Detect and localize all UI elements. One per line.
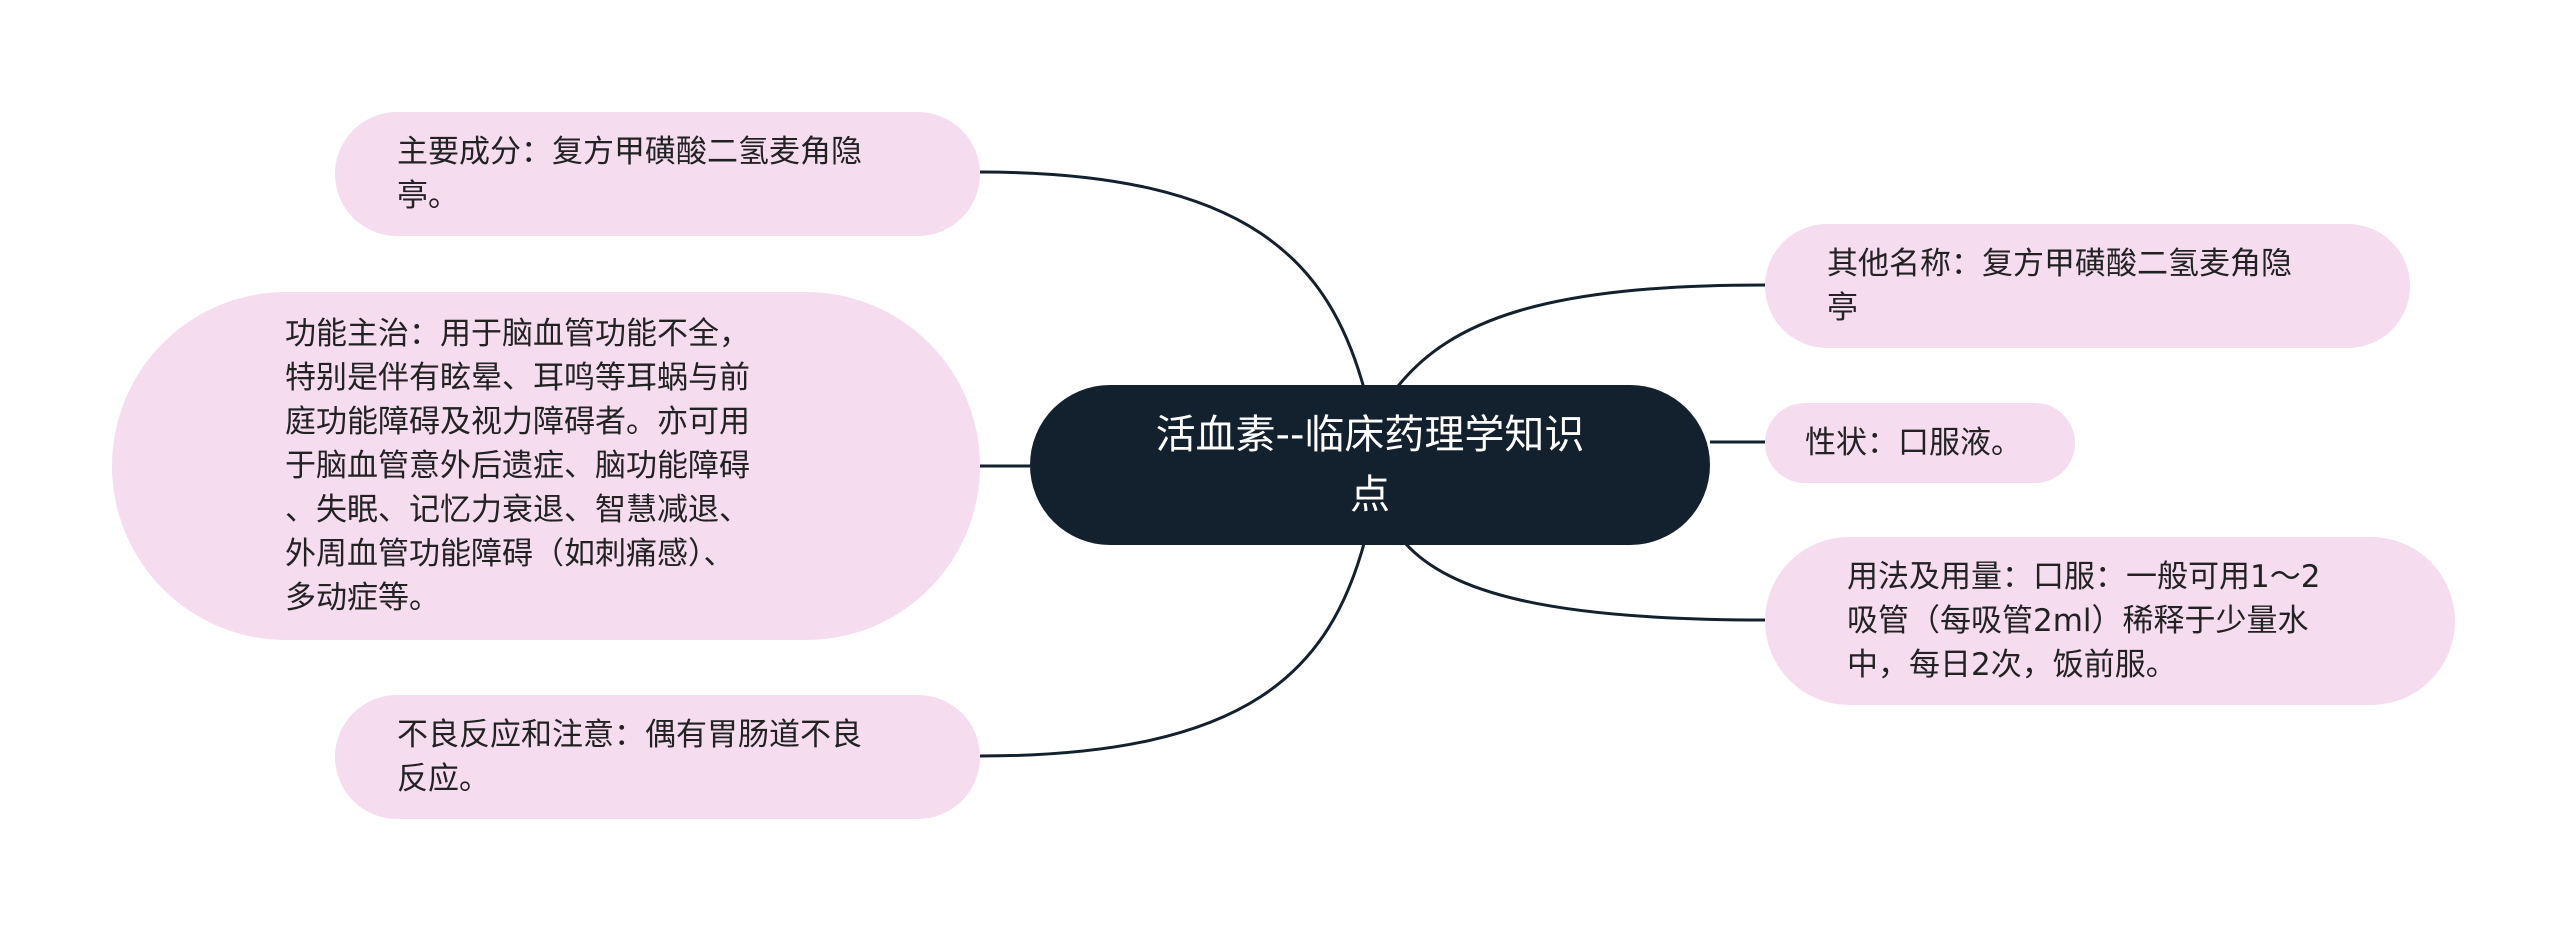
topic-adverse-reactions-text: 不良反应和注意：偶有胃肠道不良 反应。: [397, 717, 862, 797]
topic-properties-text: 性状：口服液。: [1805, 425, 2022, 461]
root-topic-label: 活血素--临床药理学知识 点: [1155, 412, 1585, 518]
topic-indications[interactable]: 功能主治：用于脑血管功能不全， 特别是伴有眩晕、耳鸣等耳蜗与前 庭功能障碍及视力…: [112, 292, 980, 640]
topic-indications-text: 功能主治：用于脑血管功能不全， 特别是伴有眩晕、耳鸣等耳蜗与前 庭功能障碍及视力…: [285, 316, 750, 616]
topic-other-names-text: 其他名称：复方甲磺酸二氢麦角隐 亭: [1827, 246, 2292, 326]
connector-adverse-reactions: [979, 539, 1367, 758]
root-topic[interactable]: 活血素--临床药理学知识 点: [1030, 385, 1710, 545]
topic-properties[interactable]: 性状：口服液。: [1765, 403, 2075, 483]
topic-usage-dosage-text: 用法及用量：口服：一般可用1～2 吸管（每吸管2ml）稀释于少量水 中，每日2次…: [1847, 559, 2321, 683]
topic-usage-dosage[interactable]: 用法及用量：口服：一般可用1～2 吸管（每吸管2ml）稀释于少量水 中，每日2次…: [1765, 537, 2455, 705]
connector-other-names: [1393, 283, 1766, 391]
topic-main-ingredient-text: 主要成分：复方甲磺酸二氢麦角隐 亭。: [397, 134, 862, 214]
connector-main-ingredient: [979, 170, 1367, 393]
topic-main-ingredient[interactable]: 主要成分：复方甲磺酸二氢麦角隐 亭。: [335, 112, 980, 236]
topic-other-names[interactable]: 其他名称：复方甲磺酸二氢麦角隐 亭: [1765, 224, 2410, 348]
topic-adverse-reactions[interactable]: 不良反应和注意：偶有胃肠道不良 反应。: [335, 695, 980, 819]
connector-usage-dosage: [1403, 541, 1766, 622]
